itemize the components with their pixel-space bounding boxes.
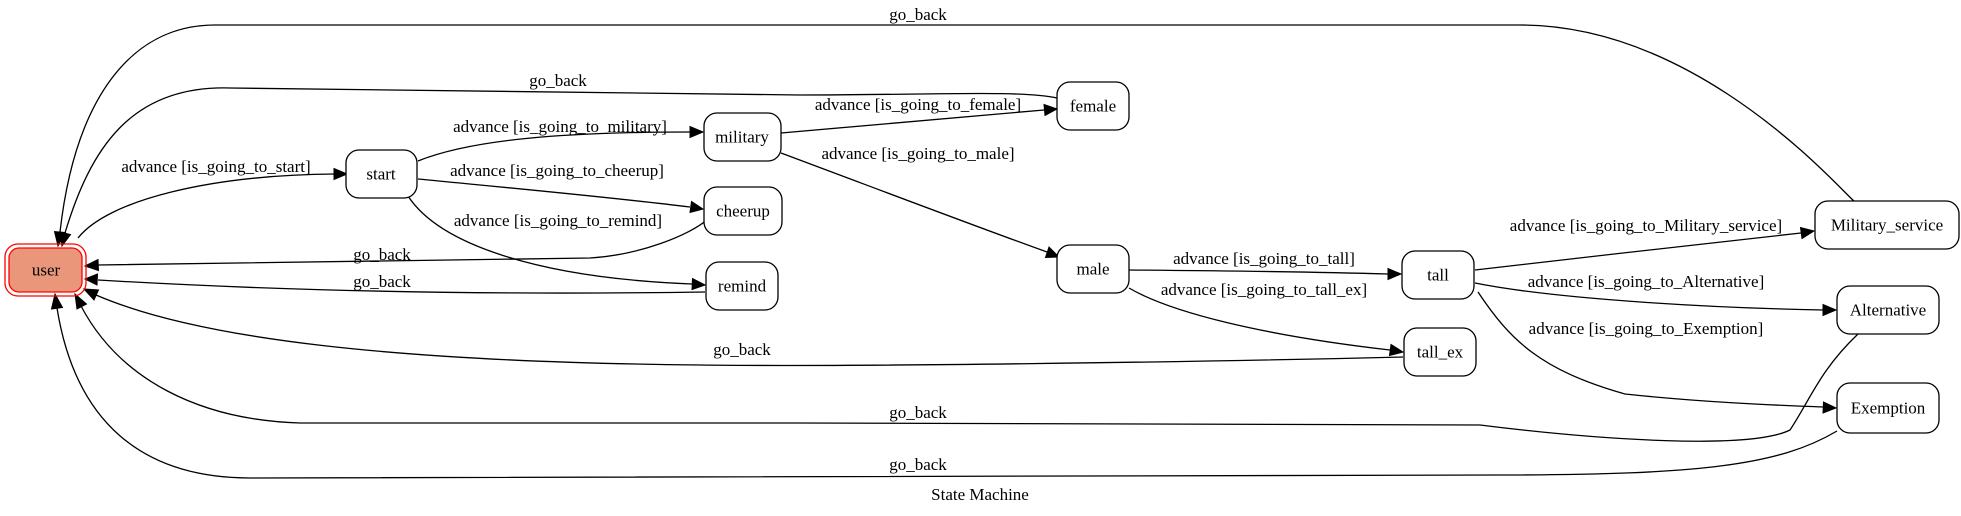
state-label-military_service: Military_service	[1831, 216, 1943, 235]
edge-start-to-military: advance [is_going_to_military]	[417, 117, 705, 162]
diagram-title: State Machine	[931, 485, 1029, 504]
state-start[interactable]: start	[345, 149, 418, 199]
edge-male-to-tall_ex: advance [is_going_to_tall_ex]	[1128, 280, 1405, 357]
edge-remind-to-user: go_back	[83, 272, 706, 294]
state-label-user: user	[32, 261, 61, 280]
edge-label-tall-to-alternative: advance [is_going_to_Alternative]	[1528, 272, 1765, 291]
edge-exemption-to-user: go_back	[50, 292, 1838, 479]
edge-label-male-to-tall_ex: advance [is_going_to_tall_ex]	[1161, 280, 1367, 299]
edge-tall-to-exemption: advance [is_going_to_Exemption]	[1477, 291, 1838, 414]
edge-user-to-start: advance [is_going_to_start]	[77, 157, 349, 239]
edge-military_service-to-user: go_back	[53, 5, 1856, 248]
edge-label-user-to-start: advance [is_going_to_start]	[121, 157, 310, 176]
edge-label-remind-to-user: go_back	[353, 272, 411, 291]
state-label-male: male	[1076, 260, 1109, 279]
edge-label-military_service-to-user: go_back	[889, 5, 947, 24]
edge-label-male-to-tall: advance [is_going_to_tall]	[1173, 249, 1355, 268]
state-label-tall: tall	[1427, 266, 1449, 285]
edge-male-to-tall: advance [is_going_to_tall]	[1128, 249, 1403, 281]
state-military_service[interactable]: Military_service	[1814, 200, 1960, 250]
state-exemption[interactable]: Exemption	[1836, 382, 1940, 434]
state-tall_ex[interactable]: tall_ex	[1403, 327, 1477, 377]
edge-label-start-to-cheerup: advance [is_going_to_cheerup]	[450, 161, 664, 180]
edge-label-alternative-to-user: go_back	[889, 403, 947, 422]
state-military[interactable]: military	[703, 112, 782, 162]
state-cheerup[interactable]: cheerup	[703, 186, 783, 236]
edge-tall-to-alternative: advance [is_going_to_Alternative]	[1474, 272, 1838, 317]
edge-cheerup-to-user: go_back	[83, 218, 709, 272]
state-label-female: female	[1070, 97, 1116, 116]
edge-label-start-to-military: advance [is_going_to_military]	[453, 117, 667, 136]
edge-start-to-remind: advance [is_going_to_remind]	[407, 195, 707, 291]
edge-tall_ex-to-user: go_back	[82, 288, 1404, 367]
edge-female-to-user: go_back	[59, 71, 1058, 248]
state-label-military: military	[715, 128, 769, 147]
edge-label-tall-to-military_service: advance [is_going_to_Military_service]	[1510, 216, 1782, 235]
state-male[interactable]: male	[1056, 244, 1130, 294]
edge-label-exemption-to-user: go_back	[889, 455, 947, 474]
edge-label-tall-to-exemption: advance [is_going_to_Exemption]	[1529, 319, 1764, 338]
edge-label-female-to-user: go_back	[529, 71, 587, 90]
edge-label-start-to-remind: advance [is_going_to_remind]	[454, 211, 662, 230]
state-tall[interactable]: tall	[1401, 250, 1475, 300]
state-remind[interactable]: remind	[705, 261, 779, 311]
state-label-remind: remind	[718, 277, 767, 296]
state-label-start: start	[366, 165, 396, 184]
edge-label-military-to-female: advance [is_going_to_female]	[815, 95, 1021, 114]
edge-military-to-male: advance [is_going_to_male]	[780, 144, 1061, 259]
state-user[interactable]: user	[4, 243, 87, 297]
state-female[interactable]: female	[1056, 81, 1130, 131]
edge-start-to-cheerup: advance [is_going_to_cheerup]	[417, 161, 705, 214]
nodes-layer: user start military cheerup remind femal…	[4, 81, 1960, 434]
state-label-tall_ex: tall_ex	[1417, 343, 1464, 362]
state-label-cheerup: cheerup	[716, 202, 770, 221]
state-label-exemption: Exemption	[1851, 399, 1926, 418]
edge-military-to-female: advance [is_going_to_female]	[780, 95, 1059, 134]
edge-tall-to-military_service: advance [is_going_to_Military_service]	[1474, 216, 1816, 271]
edge-label-cheerup-to-user: go_back	[353, 245, 411, 264]
edge-label-military-to-male: advance [is_going_to_male]	[821, 144, 1014, 163]
edge-alternative-to-user: go_back	[74, 292, 1859, 442]
state-label-alternative: Alternative	[1850, 301, 1926, 320]
state-alternative[interactable]: Alternative	[1836, 285, 1940, 335]
edges-layer: advance [is_going_to_start] advance [is_…	[50, 5, 1859, 479]
edge-label-tall_ex-to-user: go_back	[713, 340, 771, 359]
